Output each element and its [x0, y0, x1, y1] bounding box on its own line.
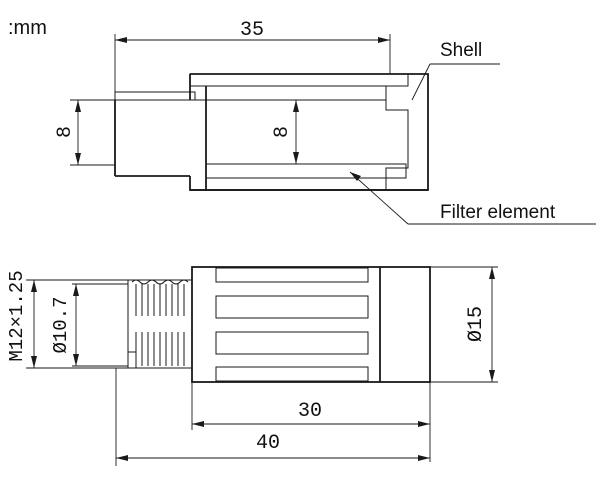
side-view: M12×1.25 Ø10.7 Ø15 30 40 — [6, 266, 498, 466]
filter-body — [191, 266, 431, 383]
dim-overall-length: 40 — [256, 432, 280, 455]
thread-coils — [127, 279, 189, 369]
shell-leader — [411, 63, 431, 101]
dim-minor-diameter: Ø10.7 — [50, 296, 72, 353]
shell-wall-top — [189, 73, 409, 87]
slot-1 — [215, 267, 369, 283]
dim-body-diameter: Ø15 — [465, 306, 488, 342]
filter-wall-top — [205, 85, 387, 101]
slot-2 — [215, 295, 369, 319]
slot-4 — [215, 366, 369, 382]
nozzle-wall-top — [114, 91, 196, 101]
filter-leader — [349, 171, 409, 225]
shell-end-cap — [385, 73, 429, 191]
dim-8-outer: 8 — [54, 126, 77, 138]
shell-label: Shell — [440, 40, 482, 61]
dim-thread: M12×1.25 — [6, 270, 28, 361]
dim-35: 35 — [240, 19, 264, 42]
slot-3 — [215, 331, 369, 355]
dim-8-inner: 8 — [271, 126, 294, 138]
shell-outline — [189, 73, 429, 191]
unit-label: :mm — [8, 17, 47, 39]
filter-element-label: Filter element — [440, 202, 556, 223]
section-view: 35 8 8 Shell Filter element — [54, 19, 596, 225]
dim-body-length: 30 — [298, 400, 322, 423]
filter-wall-bottom — [205, 163, 407, 179]
